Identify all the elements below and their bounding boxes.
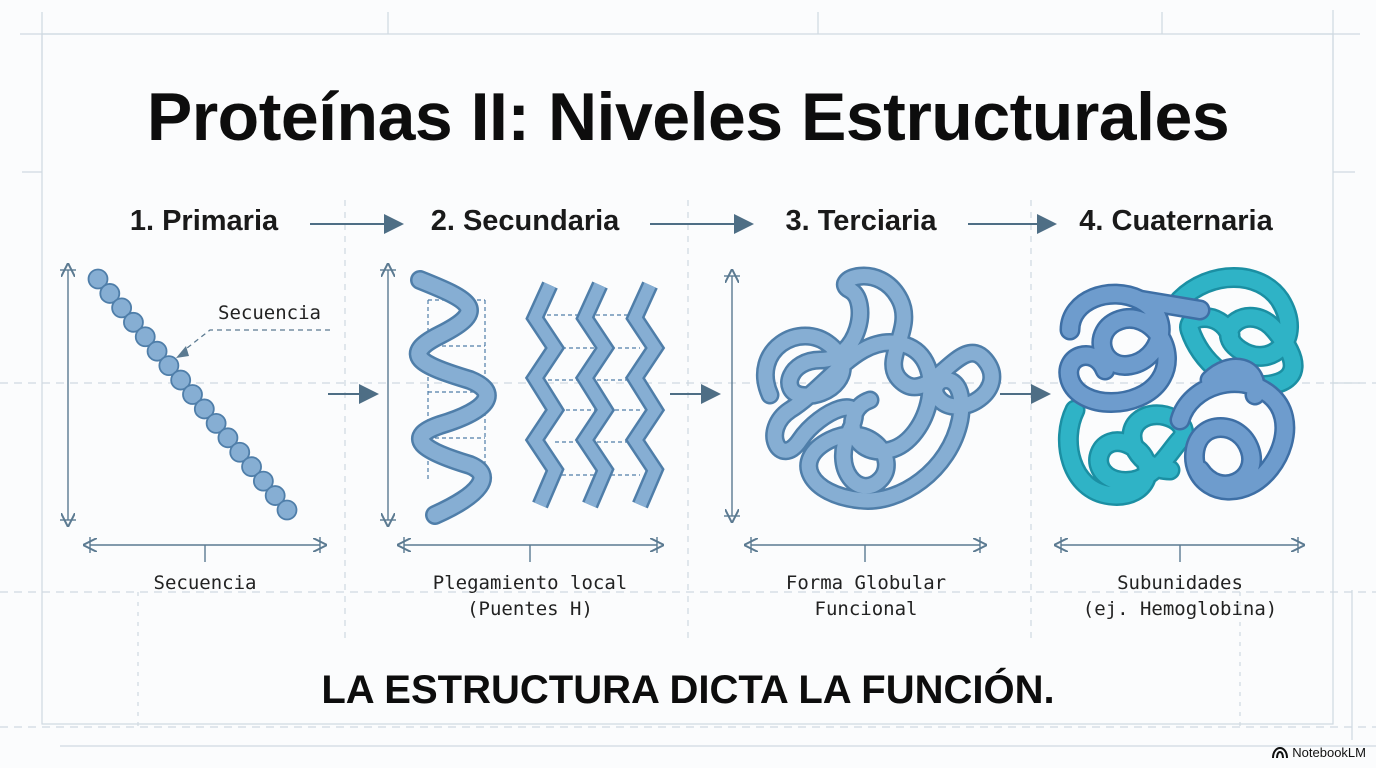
stage-title-quaternary: 4. Cuaternaria [1079, 205, 1273, 237]
stage-title-secondary: 2. Secundaria [430, 205, 620, 237]
quaternary-complex [1058, 267, 1304, 506]
amino-acid-bead [182, 384, 203, 405]
caption-quaternary: Subunidades (ej. Hemoglobina) [1030, 570, 1330, 622]
amino-acid-bead [241, 456, 262, 478]
brand: NotebookLM [1272, 745, 1366, 760]
amino-acid-bead [99, 283, 121, 304]
amino-acid-bead [87, 268, 109, 290]
tagline: LA ESTRUCTURA DICTA LA FUNCIÓN. [321, 668, 1055, 712]
caption-secondary: Plegamiento local (Puentes H) [380, 570, 680, 622]
stage-title-primary: 1. Primaria [129, 205, 279, 237]
notebooklm-logo-icon [1272, 746, 1289, 758]
beta-sheet [524, 281, 666, 509]
dimension-lines [60, 270, 1298, 562]
amino-acid-bead [123, 311, 144, 333]
amino-acid-chain [87, 268, 298, 521]
caption-primary: Secuencia [55, 570, 355, 596]
caption-line: (ej. Hemoglobina) [1082, 598, 1278, 620]
page-title: Proteínas II: Niveles Estructurales [146, 79, 1230, 155]
callout-leader [176, 329, 330, 358]
brand-label: NotebookLM [1292, 745, 1366, 760]
tertiary-globule [755, 266, 1002, 510]
caption-tertiary: Forma Globular Funcional [716, 570, 1016, 622]
amino-acid-bead [205, 412, 227, 434]
amino-acid-bead [264, 485, 286, 506]
amino-acid-bead [146, 340, 168, 362]
amino-acid-bead [170, 369, 192, 391]
amino-acid-bead [111, 297, 133, 319]
caption-line: Funcional [814, 598, 918, 620]
caption-line: Forma Globular [785, 572, 947, 594]
caption-line: Subunidades [1117, 572, 1243, 594]
amino-acid-bead [193, 398, 215, 420]
stage-title-tertiary: 3. Terciaria [785, 205, 937, 237]
caption-line: Plegamiento local [432, 572, 628, 594]
amino-acid-bead [276, 499, 298, 521]
caption-line: Secuencia [153, 572, 257, 594]
caption-line: (Puentes H) [467, 598, 593, 620]
amino-acid-bead [217, 427, 239, 449]
amino-acid-bead [229, 441, 251, 463]
alpha-helix [409, 270, 497, 525]
amino-acid-bead [252, 470, 274, 492]
callout-label: Secuencia [218, 302, 321, 324]
amino-acid-bead [158, 355, 180, 377]
amino-acid-bead [134, 326, 156, 348]
